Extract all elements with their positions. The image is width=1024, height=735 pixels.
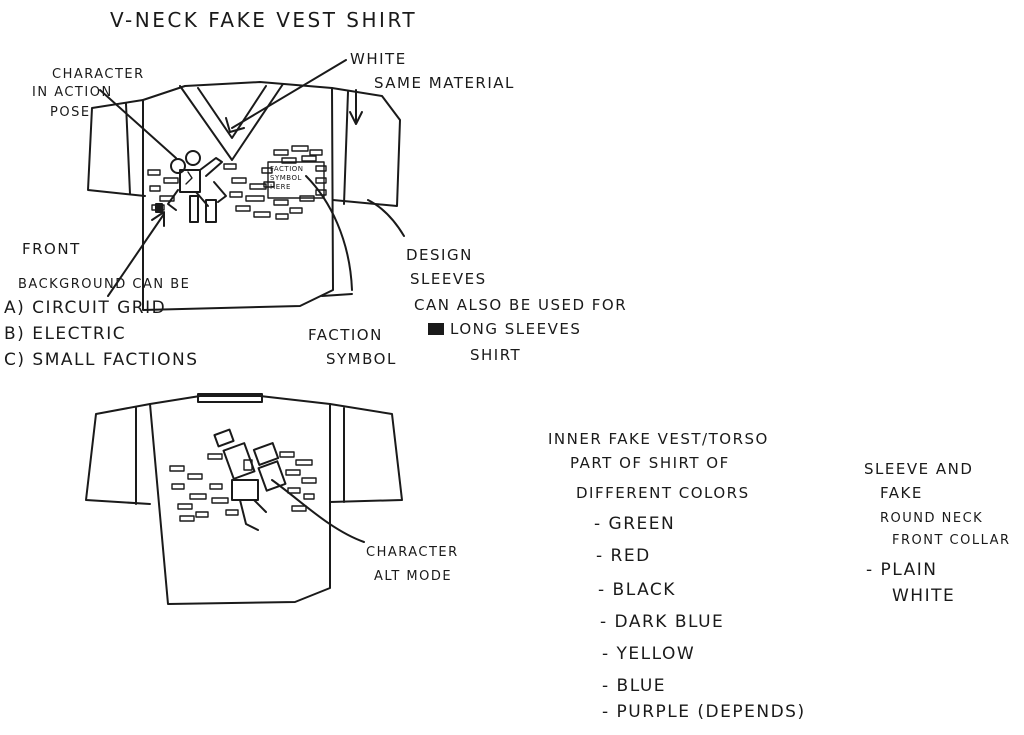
back-shirt-drawing [85, 393, 403, 605]
color-item-yellow: - YELLOW [602, 644, 696, 664]
design-sleeves-line-2: SLEEVES [410, 270, 487, 288]
colors-heading-3: DIFFERENT COLORS [576, 484, 750, 502]
color-item-green: - GREEN [594, 514, 676, 534]
page-title: V-NECK FAKE VEST SHIRT [110, 8, 418, 32]
sleeve-note-heading-1: SLEEVE AND [864, 460, 974, 478]
faction-symbol-here-line: FACTION [270, 165, 304, 173]
character-pose-label-2: IN ACTION [32, 85, 113, 100]
colors-heading-2: PART OF SHIRT OF [570, 454, 730, 472]
design-sleeves-line-3: CAN ALSO BE USED FOR [414, 296, 628, 314]
front-character-figure [155, 150, 227, 223]
color-item-text: BLUE [616, 676, 667, 696]
color-item-text: DARK BLUE [614, 612, 725, 632]
character-alt-mode-label-1: CHARACTER [366, 545, 459, 560]
option-text: SMALL FACTIONS [32, 350, 199, 370]
front-label: FRONT [22, 240, 81, 258]
color-item-purple: - PURPLE (DEPENDS) [602, 702, 806, 722]
scribble-mark [428, 323, 444, 335]
sleeve-note-heading-3: ROUND NECK [880, 511, 984, 526]
color-item-text: YELLOW [616, 644, 696, 664]
option-marker: B) [4, 324, 26, 344]
back-character-alt-mode [213, 428, 287, 531]
character-pose-label-1: CHARACTER [52, 67, 145, 82]
background-option-b: B) ELECTRIC [4, 326, 126, 343]
sleeve-note-heading-2: FAKE [880, 484, 923, 502]
color-item-black: - BLACK [598, 580, 676, 600]
sleeve-note-item-1: - PLAIN [866, 562, 938, 579]
leader-lines [99, 59, 405, 543]
back-circuit-bricks [169, 451, 317, 522]
color-item-text: GREEN [608, 514, 676, 534]
front-shirt-drawing [87, 81, 401, 311]
color-item-blue: - BLUE [602, 676, 667, 696]
option-marker: A) [4, 298, 26, 318]
color-item-text: RED [610, 546, 651, 566]
same-material-label: SAME MATERIAL [374, 74, 515, 92]
long-sleeves-text: LONG SLEEVES [450, 320, 582, 338]
option-text: ELECTRIC [32, 324, 127, 344]
faction-symbol-label-1: FACTION [308, 326, 383, 344]
faction-symbol-here-label: FACTION SYMBOL HERE [270, 165, 304, 192]
background-option-c: C) SMALL FACTIONS [4, 352, 199, 369]
design-sleeves-line-4: LONG SLEEVES [428, 322, 581, 337]
character-pose-label-3: POSE [50, 105, 91, 120]
sleeve-note-marker: - [866, 560, 874, 580]
faction-symbol-box [267, 161, 325, 199]
design-sleeves-line-5: SHIRT [470, 346, 522, 364]
white-label: WHITE [350, 50, 407, 68]
color-item-red: - RED [596, 546, 651, 566]
sleeve-note-item-2: WHITE [892, 586, 956, 606]
sleeve-note-heading-4: FRONT COLLAR [892, 533, 1011, 548]
sleeve-note-text: PLAIN [880, 560, 938, 580]
background-can-be-label: BACKGROUND CAN BE [18, 277, 191, 292]
faction-symbol-here-line: HERE [270, 183, 291, 191]
background-option-a: A) CIRCUIT GRID [4, 300, 166, 317]
colors-heading-1: INNER FAKE VEST/TORSO [548, 430, 769, 448]
faction-symbol-label-2: SYMBOL [326, 350, 397, 368]
character-alt-mode-label-2: ALT MODE [374, 569, 453, 584]
option-marker: C) [4, 350, 26, 370]
color-item-text: PURPLE (DEPENDS) [616, 702, 806, 722]
color-item-dark-blue: - DARK BLUE [600, 612, 725, 632]
color-item-text: BLACK [612, 580, 676, 600]
option-text: CIRCUIT GRID [32, 298, 167, 318]
faction-symbol-here-line: SYMBOL [270, 174, 302, 182]
design-sleeves-line-1: DESIGN [406, 246, 473, 264]
